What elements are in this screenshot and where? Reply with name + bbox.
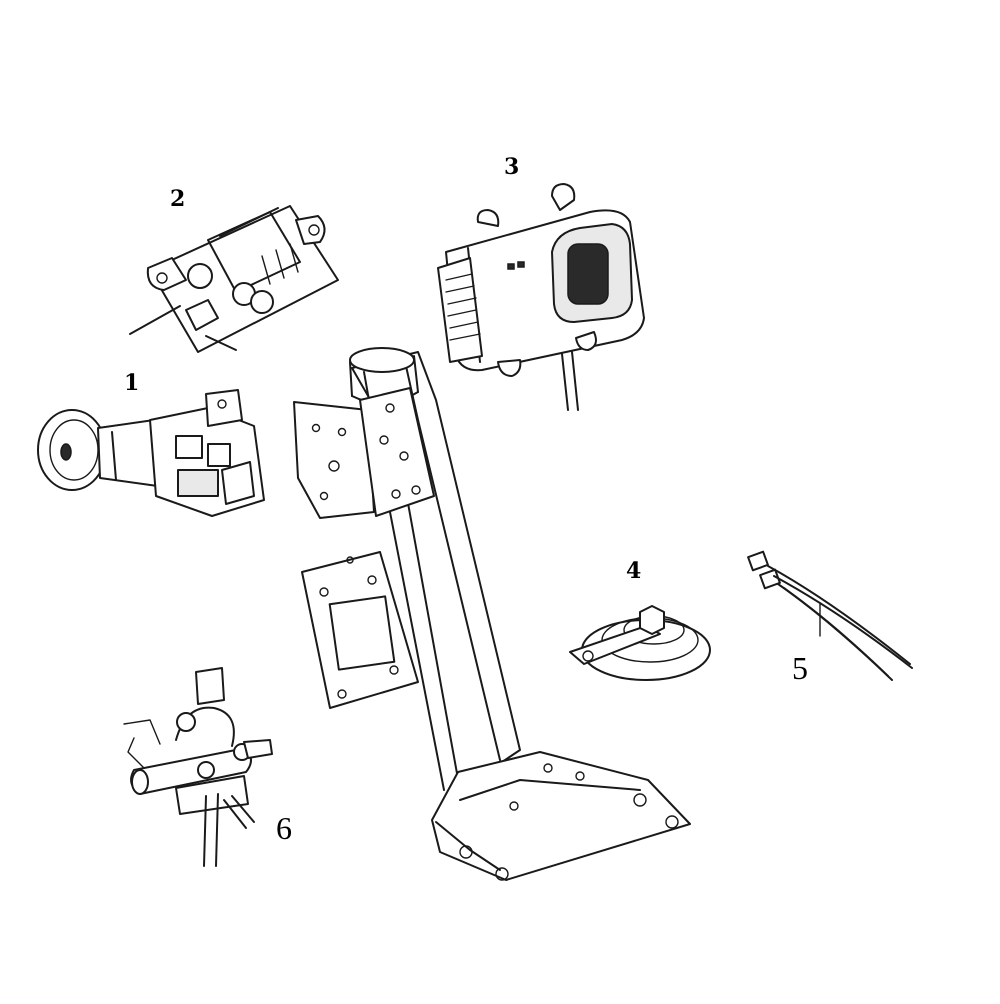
horn-icon [569,605,711,681]
wire-harness-icon [747,550,913,681]
callout-2-label: 2 [170,186,186,212]
callout-3-label: 3 [504,154,520,180]
callout-6-label: 6 [276,810,292,846]
handlebar-switch-icon [123,667,273,867]
relay-module-icon [129,205,339,353]
mounting-bracket-icon [293,347,691,881]
callout-1-label: 1 [124,370,140,396]
callout-5-label: 5 [792,650,808,686]
ignition-switch-icon [37,389,265,517]
callout-4-label: 4 [626,558,642,584]
control-unit-icon [437,183,645,411]
